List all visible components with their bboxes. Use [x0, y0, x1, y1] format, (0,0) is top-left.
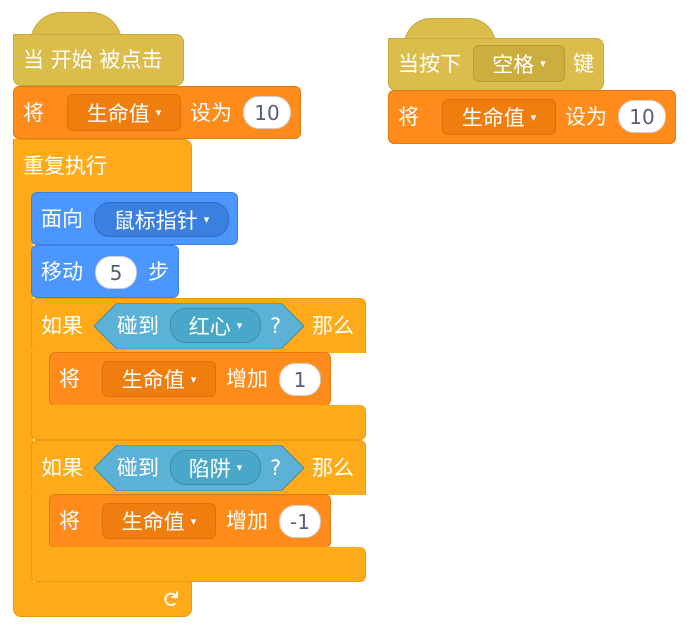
if-word: 如果 — [41, 314, 83, 338]
loop-arrow-icon: ↻ — [157, 589, 183, 609]
then-word: 那么 — [312, 314, 354, 338]
change-word: 将 — [59, 367, 80, 391]
forever-left-arm — [13, 192, 33, 584]
variable-name: 生命值 — [121, 510, 185, 534]
if1-left-arm — [31, 352, 51, 406]
point-towards-word: 面向 — [41, 207, 83, 231]
change-life-plus-block[interactable]: 将 生命值 ▾ 增加 1 — [49, 352, 331, 406]
key-name: 空格 — [492, 52, 535, 77]
forever-bottom-bar: ↻ — [13, 582, 192, 617]
set-to-word: 设为 — [190, 101, 232, 125]
question-mark: ? — [270, 456, 282, 480]
forever-label: 重复执行 — [23, 154, 107, 178]
steps-input[interactable]: 5 — [95, 256, 137, 289]
change-value-input[interactable]: 1 — [279, 363, 321, 396]
set-life-block[interactable]: 将 生命值 ▾ 设为 10 — [13, 86, 301, 139]
variable-dropdown[interactable]: 生命值 ▾ — [102, 503, 216, 539]
steps-unit: 步 — [148, 260, 169, 284]
if-word: 如果 — [41, 456, 83, 480]
if1-bottom-bar — [31, 405, 366, 440]
touch-target-name: 红心 — [188, 314, 231, 339]
chevron-down-icon: ▾ — [190, 514, 197, 528]
variable-dropdown[interactable]: 生命值 ▾ — [102, 361, 216, 397]
touching-word: 碰到 — [117, 314, 159, 338]
touch-target-dropdown[interactable]: 陷阱 ▾ — [170, 450, 261, 485]
touch-target-name: 陷阱 — [188, 456, 231, 481]
target-dropdown[interactable]: 鼠标指针 ▾ — [94, 202, 229, 237]
chevron-down-icon: ▾ — [190, 372, 197, 386]
when-key-pressed-suffix: 键 — [573, 52, 594, 76]
change-word: 将 — [59, 509, 80, 533]
then-word: 那么 — [312, 456, 354, 480]
chevron-down-icon: ▾ — [155, 106, 162, 119]
set-word: 将 — [23, 101, 44, 125]
if2-bottom-bar — [31, 547, 366, 582]
question-mark: ? — [270, 314, 282, 338]
set-word: 将 — [398, 105, 419, 129]
when-flag-clicked-block[interactable]: 当 开始 被点击 — [13, 34, 184, 86]
chevron-down-icon: ▾ — [236, 461, 243, 474]
target-name: 鼠标指针 — [113, 208, 198, 233]
touching-word: 碰到 — [117, 456, 159, 480]
variable-name: 生命值 — [86, 101, 150, 126]
chevron-down-icon: ▾ — [236, 319, 243, 332]
change-by-word: 增加 — [226, 367, 268, 391]
chevron-down-icon: ▾ — [540, 57, 546, 70]
move-word: 移动 — [41, 260, 83, 284]
when-key-pressed-prefix: 当按下 — [398, 52, 461, 76]
variable-name: 生命值 — [121, 368, 185, 392]
key-dropdown[interactable]: 空格 ▾ — [473, 45, 565, 82]
variable-dropdown[interactable]: 生命值 ▾ — [67, 94, 181, 131]
chevron-down-icon: ▾ — [530, 110, 537, 124]
if-touching-heart-top[interactable]: 如果 碰到 红心 ▾ ? 那么 — [31, 298, 366, 353]
set-life-block[interactable]: 将 生命值 ▾ 设为 10 — [388, 90, 676, 144]
value-input[interactable]: 10 — [243, 96, 291, 129]
change-life-minus-block[interactable]: 将 生命值 ▾ 增加 -1 — [49, 494, 331, 548]
variable-name: 生命值 — [461, 106, 525, 130]
forever-top-bar[interactable]: 重复执行 — [13, 139, 192, 193]
set-to-word: 设为 — [565, 105, 607, 129]
value-input[interactable]: 10 — [618, 100, 666, 133]
chevron-down-icon: ▾ — [203, 213, 210, 226]
if2-left-arm — [31, 494, 51, 548]
when-flag-clicked-label: 当 开始 被点击 — [23, 48, 163, 72]
variable-dropdown[interactable]: 生命值 ▾ — [442, 99, 556, 135]
move-steps-block[interactable]: 移动 5 步 — [31, 245, 179, 298]
change-value-input[interactable]: -1 — [279, 505, 321, 538]
change-by-word: 增加 — [226, 509, 268, 533]
touch-target-dropdown[interactable]: 红心 ▾ — [170, 308, 261, 343]
point-towards-block[interactable]: 面向 鼠标指针 ▾ — [31, 192, 238, 245]
if-touching-trap-top[interactable]: 如果 碰到 陷阱 ▾ ? 那么 — [31, 440, 366, 495]
when-key-pressed-block[interactable]: 当按下 空格 ▾ 键 — [388, 38, 604, 91]
